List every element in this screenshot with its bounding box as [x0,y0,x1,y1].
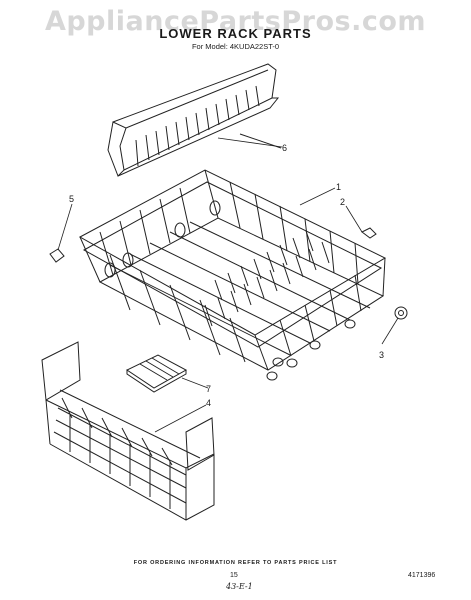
part-7-cover[interactable] [125,354,188,393]
handwritten-note: 43-E-1 [226,582,253,591]
part-4-silverware-basket[interactable] [41,341,215,521]
leader-lines [57,137,399,433]
label-2: 2 [340,197,345,207]
footer-note: FOR ORDERING INFORMATION REFER TO PARTS … [133,560,338,566]
label-3: 3 [379,350,384,360]
callout-labels: 1 2 3 4 5 6 7 [69,143,384,408]
part-2-clip[interactable] [361,227,377,239]
model-line: For Model: 4KUDA22ST-0 [191,42,280,51]
watermark: AppliancePartsPros.com [44,6,427,37]
page-number: 15 [230,572,238,579]
part-6-shield[interactable] [107,63,282,177]
part-1-lower-rack[interactable] [78,169,387,381]
part-5-clip[interactable] [49,248,65,263]
page-title: LOWER RACK PARTS [159,26,312,41]
label-6: 6 [282,143,287,153]
label-1: 1 [336,182,341,192]
part-number: 4171396 [408,572,436,579]
label-5: 5 [69,194,74,204]
label-4: 4 [206,398,211,408]
part-3-wheel[interactable] [394,306,408,320]
label-7: 7 [206,384,211,394]
